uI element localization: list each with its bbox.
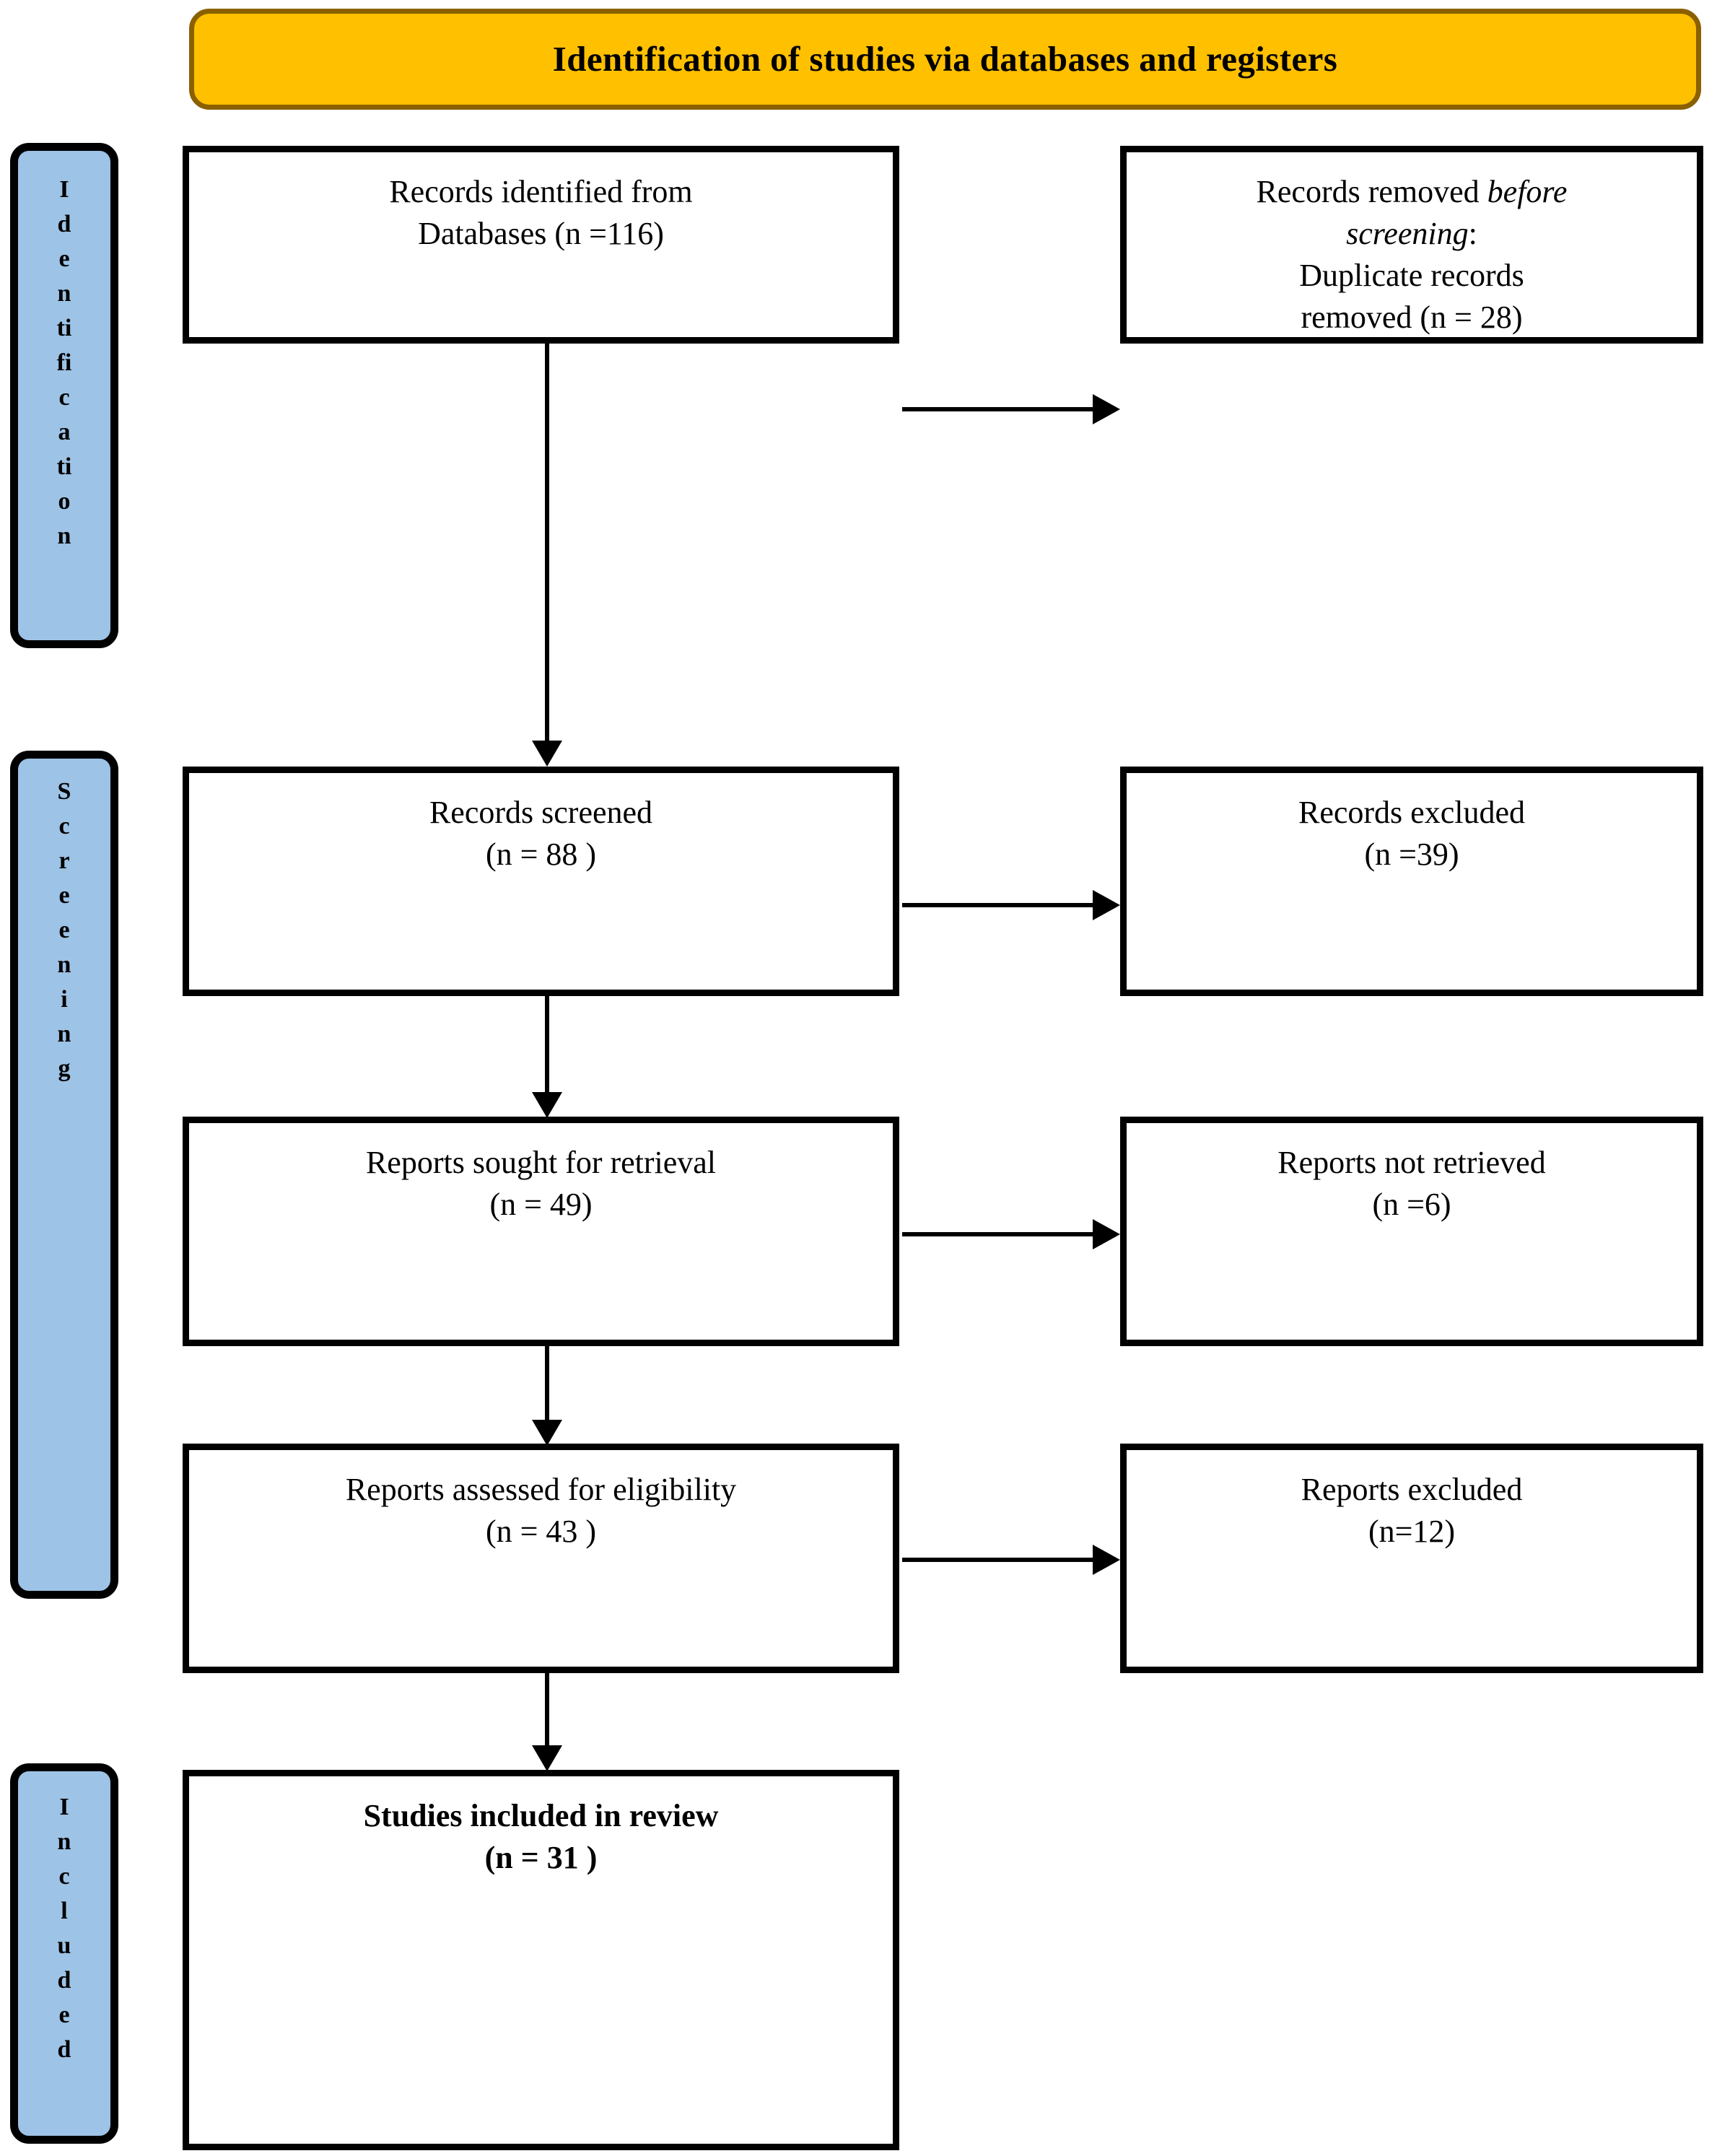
arrow-shaft (545, 344, 549, 742)
box-reports-not-retrieved-line2: (n =6) (1372, 1187, 1451, 1223)
stage-letter: d (57, 1967, 71, 1994)
stage-letter: g (58, 1055, 71, 1082)
arrow-shaft (902, 1232, 1096, 1236)
box-records-identified-line2: Databases (n =116) (418, 216, 664, 252)
stage-letter: n (57, 951, 71, 978)
box-reports-sought-line2: (n = 49) (489, 1187, 593, 1223)
stage-letter: d (57, 2036, 71, 2063)
stage-label-screening-letters: S c r e e n i n g (58, 759, 71, 1086)
stage-letter: i (61, 986, 68, 1013)
stage-letter: n (57, 1828, 71, 1855)
box-reports-excluded: Reports excluded (n=12) (1120, 1444, 1703, 1673)
box-records-excluded: Records excluded (n =39) (1120, 767, 1703, 996)
box-reports-sought: Reports sought for retrieval (n = 49) (183, 1117, 899, 1346)
box-reports-not-retrieved: Reports not retrieved (n =6) (1120, 1117, 1703, 1346)
arrow-shaft (545, 1346, 549, 1421)
stage-letter: d (57, 211, 71, 237)
arrow-shaft (545, 1673, 549, 1747)
stage-letter: n (57, 523, 71, 549)
stage-label-identification-letters: I d e n ti fi c a ti o n (57, 151, 72, 554)
stage-letter: e (58, 917, 70, 943)
box-records-removed-line2: screening: (1145, 213, 1678, 255)
box-reports-excluded-line1: Reports excluded (1301, 1472, 1523, 1507)
stage-label-included-letters: I n c l u d e d (58, 1771, 71, 2067)
arrow-head (532, 741, 562, 767)
arrow-head (532, 1420, 562, 1446)
box-reports-assessed: Reports assessed for eligibility (n = 43… (183, 1444, 899, 1673)
stage-letter: c (58, 813, 70, 839)
box-reports-excluded-line2: (n=12) (1368, 1514, 1456, 1550)
box-reports-assessed-line2: (n = 43 ) (485, 1514, 597, 1550)
stage-letter: c (58, 1863, 70, 1890)
stage-label-screening: S c r e e n i n g (10, 751, 118, 1599)
arrow-head (532, 1092, 562, 1118)
box-records-removed-line3: Duplicate records (1299, 258, 1524, 294)
stage-letter: e (58, 882, 70, 909)
arrow-head (1093, 890, 1120, 920)
stage-letter: ti (56, 315, 72, 341)
box-records-excluded-line1: Records excluded (1298, 795, 1525, 830)
box-reports-assessed-line1: Reports assessed for eligibility (345, 1472, 737, 1507)
stage-letter: ti (56, 453, 72, 480)
stage-letter: n (57, 1021, 71, 1047)
box-records-removed-line2-colon: : (1468, 216, 1477, 252)
arrow-head (1093, 1219, 1120, 1249)
stage-letter: S (57, 778, 71, 805)
stage-letter: r (58, 847, 70, 874)
stage-letter: e (58, 245, 70, 272)
box-records-screened-line1: Records screened (429, 795, 653, 830)
box-records-screened-line2: (n = 88 ) (485, 837, 597, 873)
box-records-removed-line2-italic: screening (1346, 216, 1469, 252)
box-records-removed-line4: removed (n = 28) (1301, 300, 1523, 336)
stage-letter: o (58, 488, 71, 515)
stage-letter: u (57, 1932, 71, 1959)
stage-label-identification: I d e n ti fi c a ti o n (10, 143, 118, 648)
box-records-removed-line1: Records removed before (1145, 171, 1678, 213)
arrow-shaft (902, 903, 1096, 907)
arrow-head (1093, 394, 1120, 424)
box-records-screened: Records screened (n = 88 ) (183, 767, 899, 996)
stage-letter: a (58, 419, 71, 445)
stage-letter: I (59, 176, 69, 203)
stage-letter: l (61, 1898, 68, 1924)
arrow-shaft (902, 1558, 1096, 1562)
box-studies-included-line1: Studies included in review (363, 1798, 719, 1833)
page-title: Identification of studies via databases … (552, 39, 1338, 79)
arrow-shaft (902, 407, 1096, 411)
stage-letter: e (58, 2002, 70, 2028)
box-reports-not-retrieved-line1: Reports not retrieved (1277, 1145, 1546, 1180)
box-records-identified-line1: Records identified from (389, 174, 693, 209)
stage-letter: I (59, 1794, 69, 1820)
arrow-shaft (545, 996, 549, 1094)
box-records-removed-line1-italic: before (1487, 174, 1568, 209)
stage-letter: c (58, 384, 70, 411)
stage-label-included: I n c l u d e d (10, 1763, 118, 2144)
box-records-excluded-line2: (n =39) (1364, 837, 1459, 873)
box-records-identified: Records identified from Databases (n =11… (183, 146, 899, 344)
box-records-removed: Records removed before screening: Duplic… (1120, 146, 1703, 344)
diagram-header-banner: Identification of studies via databases … (189, 9, 1701, 110)
box-reports-sought-line1: Reports sought for retrieval (365, 1145, 717, 1180)
stage-letter: fi (56, 349, 72, 376)
arrow-head (1093, 1545, 1120, 1575)
box-studies-included-line2: (n = 31 ) (484, 1840, 598, 1876)
stage-letter: n (57, 280, 71, 307)
box-records-removed-line1-plain: Records removed (1256, 174, 1487, 209)
arrow-head (532, 1745, 562, 1771)
box-studies-included: Studies included in review (n = 31 ) (183, 1770, 899, 2150)
